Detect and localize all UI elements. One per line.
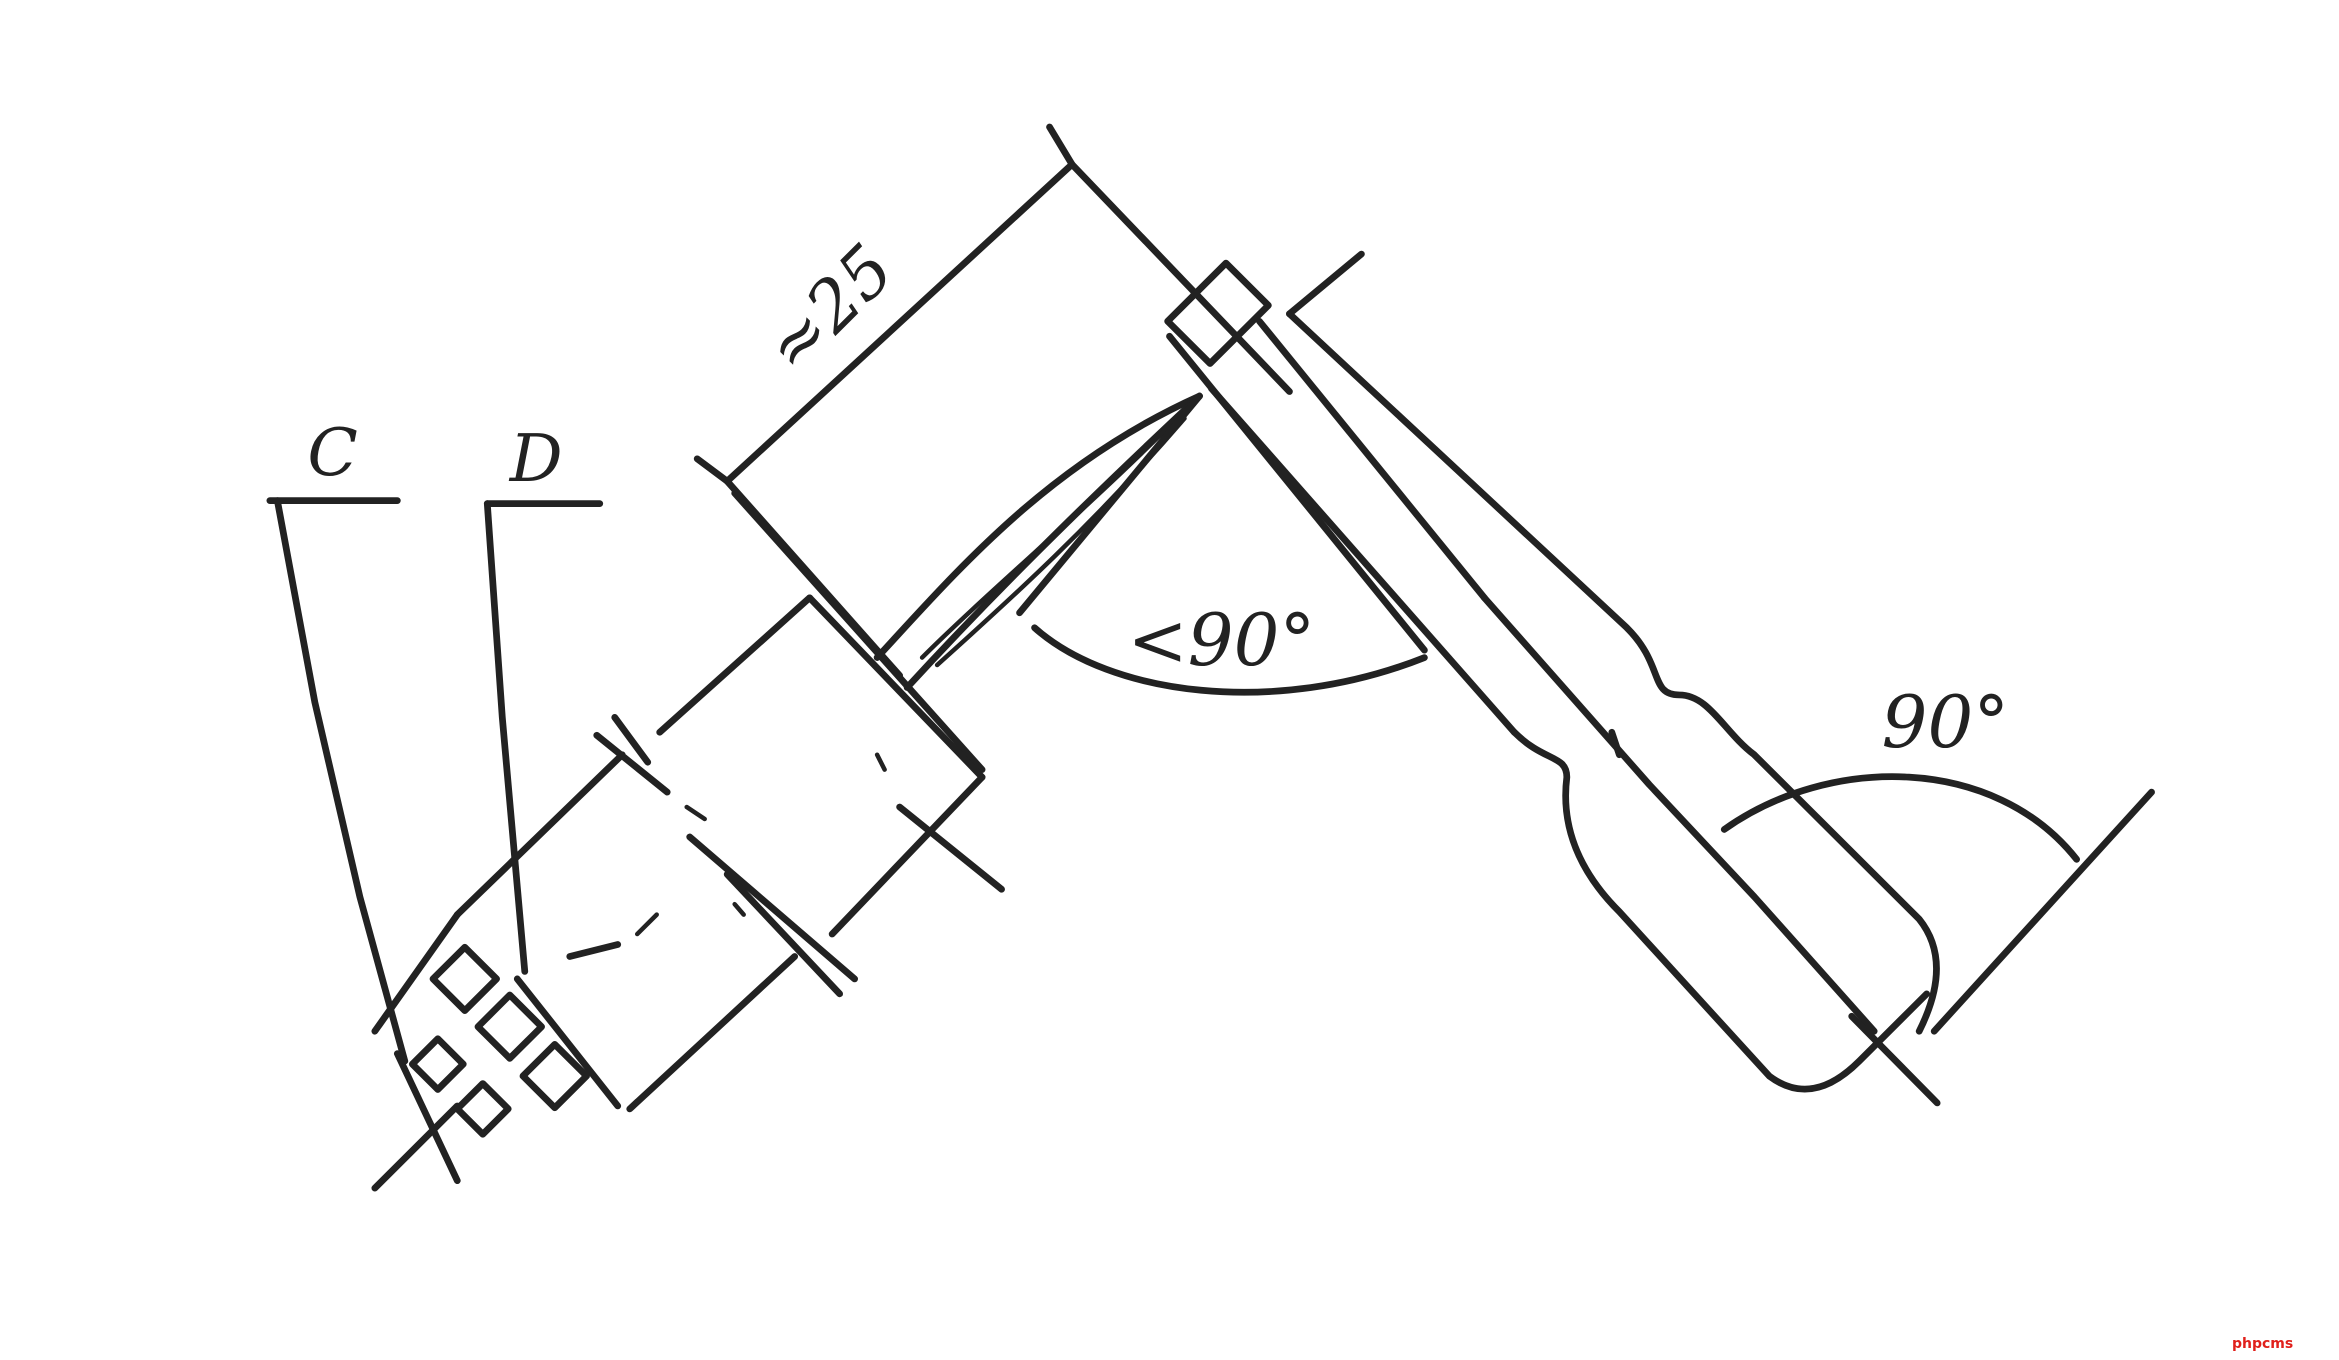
angle-markings: <90° 90° <box>1031 598 2080 863</box>
label-d: D <box>509 420 563 497</box>
angle-label-right: 90° <box>1882 680 2010 764</box>
leader-labels: C D <box>266 414 604 1065</box>
tool-body <box>1164 250 2155 1107</box>
label-c: C <box>307 414 357 491</box>
tool-blade <box>873 392 1203 691</box>
tool-shank <box>371 489 1005 1192</box>
dimension-label: ≈25 <box>750 230 910 389</box>
angle-label-left: <90° <box>1128 598 1316 682</box>
watermark: phpcms <box>2232 1336 2294 1352</box>
